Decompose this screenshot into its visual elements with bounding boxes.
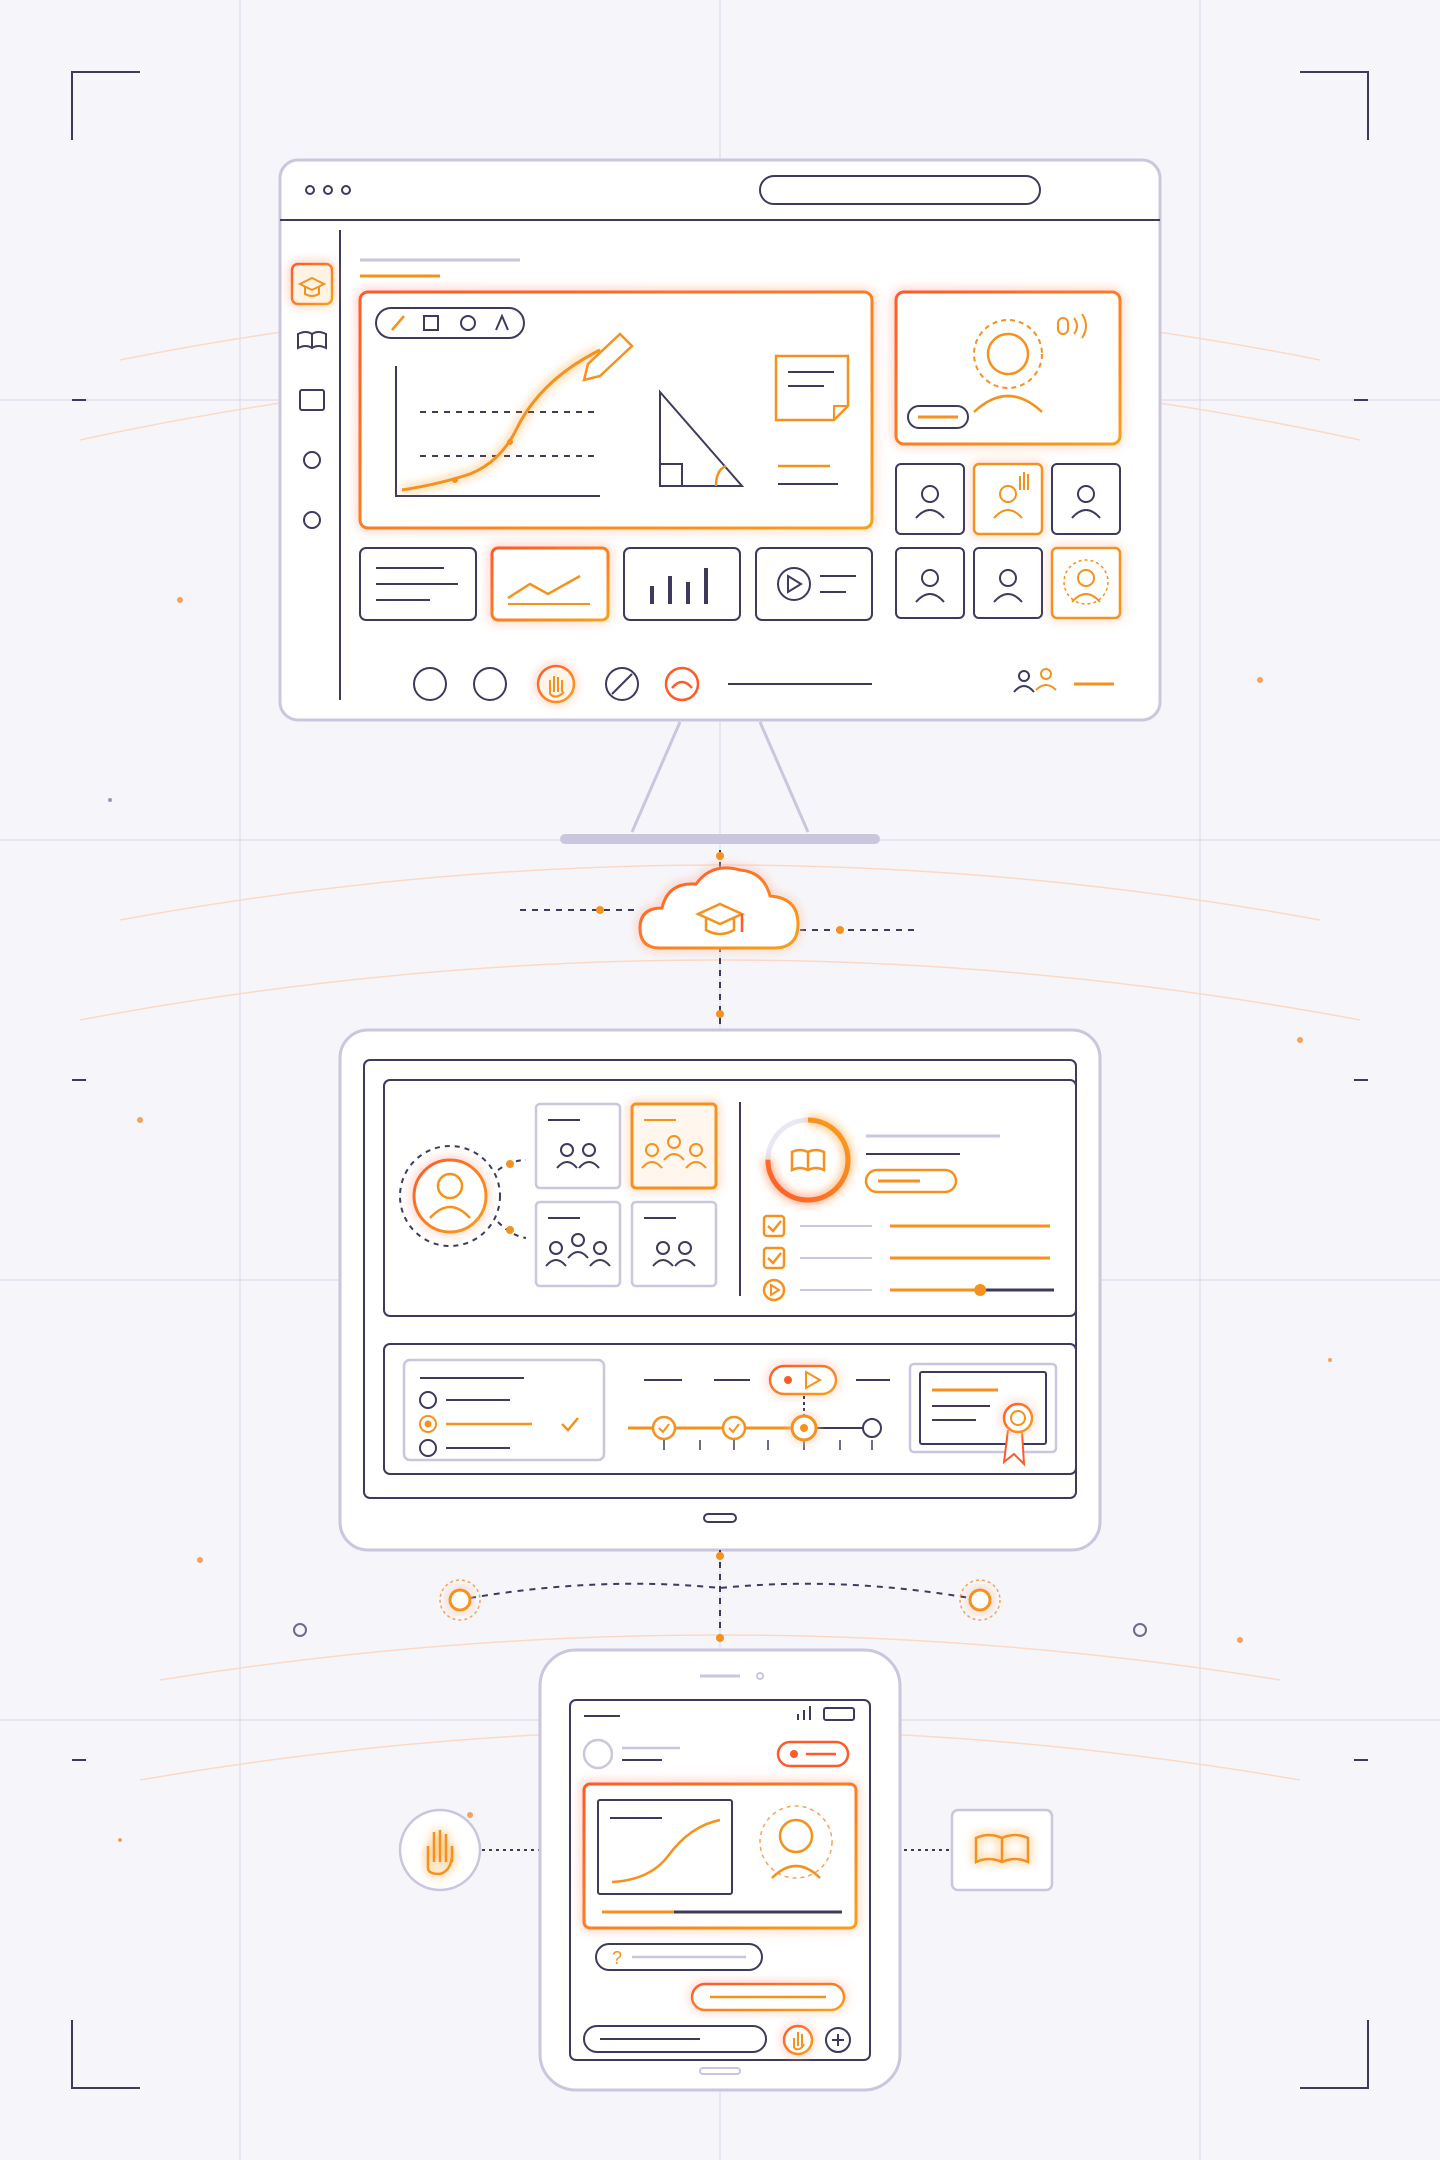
circle-icon[interactable]: [303, 451, 321, 469]
group-grid: [534, 1102, 718, 1288]
quiz-card[interactable]: [402, 1358, 606, 1462]
timeline-steps: [628, 1414, 882, 1450]
text-doc-icon[interactable]: [359, 547, 477, 621]
video-icon[interactable]: [755, 547, 873, 621]
pair-group[interactable]: [630, 1200, 718, 1288]
tablet-device: [338, 1028, 1102, 1552]
whiteboard-toolbar: [375, 307, 525, 339]
curve-graph: [395, 332, 634, 497]
certificate-card[interactable]: [908, 1362, 1058, 1467]
line-chart-icon[interactable]: [490, 546, 610, 622]
window-dots: [305, 185, 351, 195]
class-group[interactable]: [630, 1102, 718, 1190]
square-icon[interactable]: [423, 315, 439, 331]
book-icon[interactable]: [950, 1808, 1054, 1892]
address-bar[interactable]: [759, 175, 1041, 205]
pair-group[interactable]: [534, 1102, 622, 1190]
person-icon[interactable]: [973, 547, 1043, 619]
speaking-person-icon[interactable]: [1050, 546, 1122, 620]
profile-row[interactable]: [582, 1738, 680, 1770]
person-icon[interactable]: [895, 547, 965, 619]
node-right: [959, 1579, 1001, 1621]
chat-input[interactable]: [583, 2025, 767, 2053]
quiz-options: [419, 1391, 579, 1457]
phone-connectors: [293, 1550, 1147, 1892]
book-icon: [790, 1148, 826, 1173]
mic-button[interactable]: [413, 667, 447, 701]
decor-dots: [108, 597, 1332, 1842]
triangle-icon[interactable]: [495, 313, 509, 331]
reply-bubble[interactable]: [690, 1982, 846, 2012]
leave-button[interactable]: [664, 666, 700, 702]
pen-icon[interactable]: [391, 315, 405, 331]
phone-home-bar[interactable]: [699, 2067, 741, 2075]
timeline-step-done[interactable]: [721, 1415, 747, 1441]
timeline-step-current[interactable]: [790, 1414, 818, 1442]
participant-grid: [895, 462, 1122, 620]
timeline-step-done[interactable]: [651, 1415, 677, 1441]
cloud-connector: [520, 850, 914, 1048]
sound-wave-icon: [1057, 313, 1087, 339]
pencil-icon: [582, 332, 634, 382]
circle-icon[interactable]: [303, 511, 321, 529]
mentor-avatar[interactable]: [399, 1145, 527, 1247]
question-bubble[interactable]: ?: [595, 1943, 763, 1971]
checklist-item-done[interactable]: [762, 1214, 1050, 1238]
node-left: [439, 1579, 481, 1621]
camera-button[interactable]: [473, 667, 507, 701]
checklist-item-done[interactable]: [762, 1246, 1050, 1270]
desktop-monitor: [278, 158, 1162, 844]
speaker-video-panel[interactable]: [894, 290, 1122, 446]
control-bar: [413, 664, 1114, 704]
quiz-option-selected[interactable]: [419, 1415, 579, 1433]
lesson-timeline: [628, 1364, 890, 1450]
raise-hand-icon[interactable]: [398, 1808, 482, 1892]
person-icon[interactable]: [895, 463, 965, 535]
monitor-base: [560, 834, 880, 844]
lesson-checklist: [762, 1214, 1054, 1302]
triad-group[interactable]: [534, 1200, 622, 1288]
course-progress[interactable]: [765, 1117, 1000, 1203]
circle-icon[interactable]: [460, 315, 476, 331]
timeline-step-todo[interactable]: [862, 1418, 882, 1438]
participants-count-icon[interactable]: [1013, 668, 1114, 693]
sidebar: [290, 262, 334, 529]
phone-video-panel[interactable]: [582, 1782, 858, 1930]
phone-device: ?: [538, 1648, 902, 2092]
tablet-home-button[interactable]: [703, 1513, 737, 1523]
video-play-pill[interactable]: [768, 1364, 838, 1396]
battery-icon: [823, 1707, 855, 1721]
monitor-stand: [630, 721, 810, 833]
quiz-option-unselected[interactable]: [419, 1439, 510, 1457]
raise-hand-button[interactable]: [536, 664, 576, 704]
thumbnail-row: [359, 546, 873, 622]
corner-brackets: [71, 71, 1369, 2089]
disable-button[interactable]: [605, 667, 639, 701]
award-ribbon-icon: [1002, 1402, 1034, 1467]
quiz-option-unselected[interactable]: [419, 1391, 510, 1409]
raised-hand-person-icon[interactable]: [972, 462, 1044, 536]
sticky-note-icon: [774, 354, 850, 485]
whiteboard-panel[interactable]: [358, 290, 874, 530]
bar-chart-icon[interactable]: [623, 547, 741, 621]
question-mark-icon: ?: [612, 1948, 622, 1968]
raise-hand-button[interactable]: [782, 2024, 814, 2056]
status-bar: [584, 1706, 855, 1721]
live-badge[interactable]: [776, 1740, 850, 1768]
add-button[interactable]: [825, 2027, 851, 2053]
speaker-name-tag: [907, 405, 969, 429]
cloud-icon[interactable]: [638, 866, 800, 950]
screen-icon[interactable]: [299, 389, 325, 411]
bar-chart-bars: [650, 568, 708, 604]
book-icon[interactable]: [297, 331, 327, 350]
graduation-cap-icon[interactable]: [290, 262, 334, 306]
person-icon[interactable]: [1051, 463, 1121, 535]
triangle-shape: [659, 389, 745, 487]
checklist-item-playing[interactable]: [762, 1278, 1054, 1302]
graduation-cap-icon: [694, 902, 746, 936]
